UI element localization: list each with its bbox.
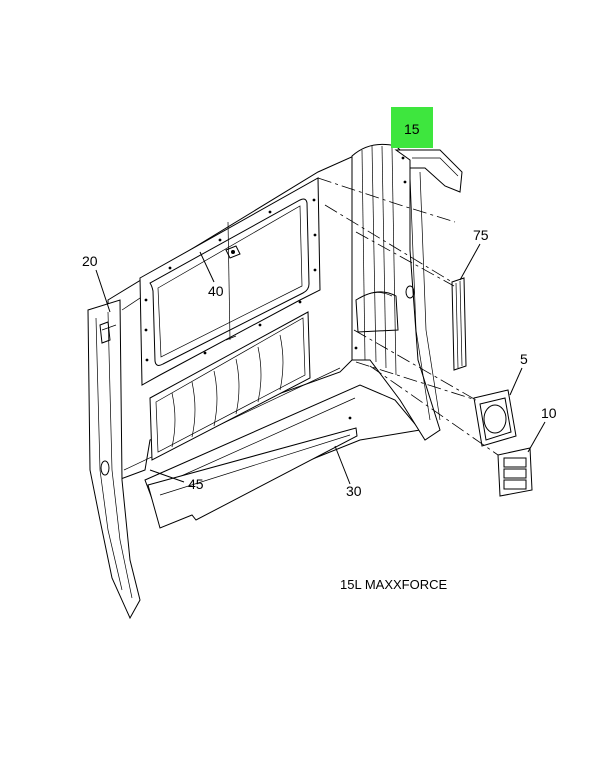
trim-strip-75 bbox=[451, 277, 467, 371]
callout-10[interactable]: 10 bbox=[541, 405, 557, 421]
projection-lines bbox=[317, 177, 499, 456]
window-rivets bbox=[144, 198, 317, 362]
callout-30[interactable]: 30 bbox=[346, 483, 362, 499]
highlight-box-15 bbox=[391, 107, 433, 148]
callout-20[interactable]: 20 bbox=[82, 253, 98, 269]
left-pillar bbox=[87, 299, 141, 620]
callout-15[interactable]: 15 bbox=[404, 121, 420, 137]
engine-caption: 15L MAXXFORCE bbox=[340, 577, 447, 592]
callout-45[interactable]: 45 bbox=[188, 476, 204, 492]
lower-pleated-trim bbox=[149, 311, 311, 461]
leader-lines bbox=[95, 243, 546, 485]
callout-40[interactable]: 40 bbox=[208, 283, 224, 299]
callout-75[interactable]: 75 bbox=[473, 227, 489, 243]
lower-strip-30 bbox=[147, 427, 358, 529]
switch-panel-10 bbox=[497, 447, 533, 497]
bezel-5 bbox=[473, 389, 517, 447]
callout-5[interactable]: 5 bbox=[520, 351, 528, 367]
